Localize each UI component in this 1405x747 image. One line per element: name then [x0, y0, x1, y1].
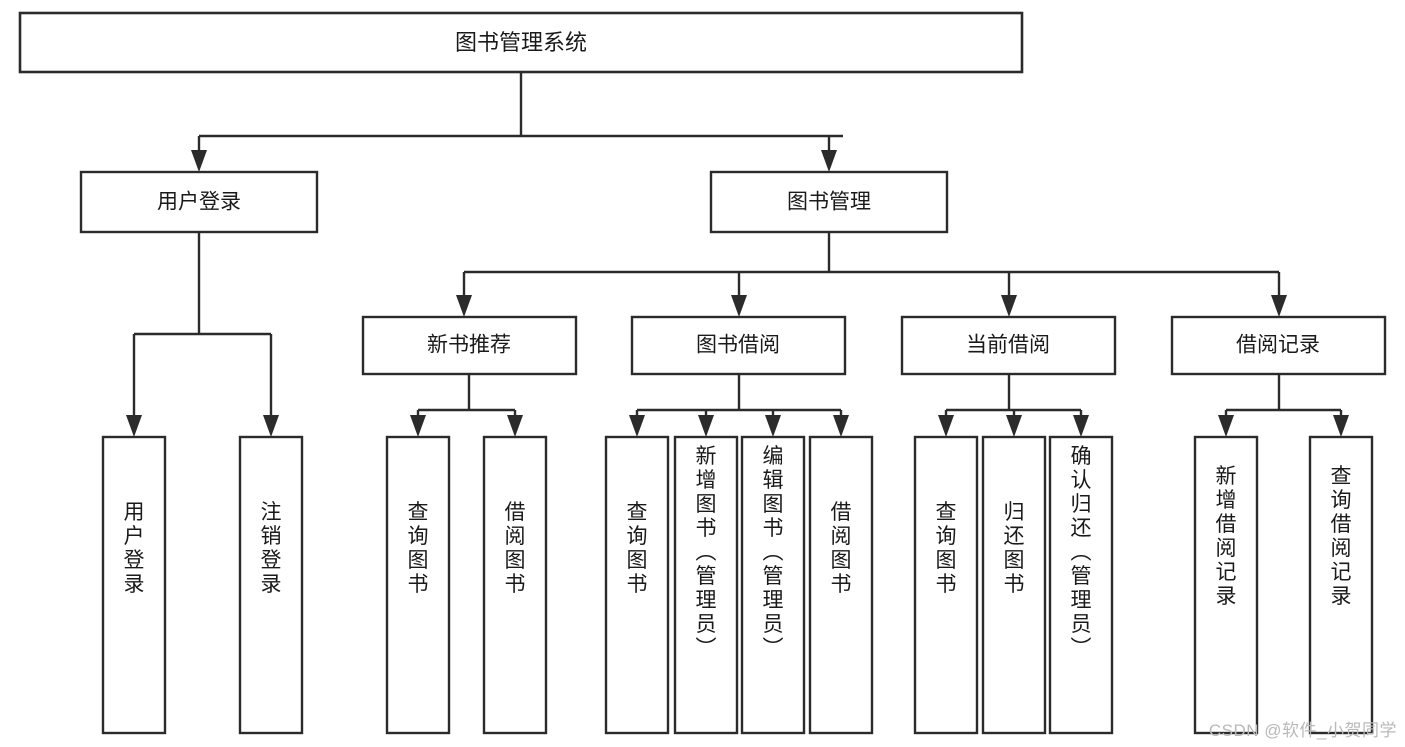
- arrowhead-new-book-recommend: [456, 295, 472, 317]
- node-leaf-borrow-book-1-label: 借阅图书: [505, 501, 526, 596]
- arrowhead-leaf-edit-book: [765, 415, 781, 437]
- node-new-book-recommend[interactable]: 新书推荐: [361, 315, 578, 376]
- node-leaf-query-record-label: 查询借阅记录: [1331, 465, 1352, 608]
- connector-group-book-manage: [456, 232, 1287, 317]
- node-leaf-borrow-book-2-label: 借阅图书: [831, 501, 852, 596]
- node-current-borrow-box[interactable]: [900, 315, 1117, 376]
- arrowhead-leaf-query-book-3: [938, 415, 954, 437]
- node-root-label: 图书管理系统: [455, 30, 587, 55]
- arrowhead-user-login: [191, 150, 207, 172]
- node-leaf-edit-book-label: 编辑图书︵管理员︶: [763, 445, 784, 660]
- connector-group-new-book-recommend: [410, 374, 523, 437]
- node-leaf-add-record-label: 新增借阅记录: [1216, 465, 1237, 608]
- connector-group-current-borrow: [938, 374, 1089, 437]
- arrowhead-leaf-borrow-book-1: [507, 415, 523, 437]
- node-leaf-query-record-box[interactable]: [1308, 435, 1374, 735]
- node-leaf-query-book-2-label: 查询图书: [627, 501, 648, 596]
- connector-group-root: [191, 72, 843, 172]
- node-leaf-add-book-box[interactable]: [673, 435, 739, 735]
- node-leaf-borrow-book-1[interactable]: 借阅图书: [482, 435, 548, 735]
- arrowhead-leaf-query-book-1: [410, 415, 426, 437]
- node-root-box[interactable]: [18, 11, 1024, 74]
- arrowhead-leaf-return-book: [1006, 415, 1022, 437]
- node-leaf-add-book[interactable]: 新增图书︵管理员︶: [673, 435, 739, 735]
- node-leaf-logout-login-label: 注销登录: [261, 501, 282, 596]
- node-book-manage[interactable]: 图书管理: [709, 170, 949, 234]
- arrowhead-leaf-query-book-2: [629, 415, 645, 437]
- node-user-login-box[interactable]: [79, 170, 319, 234]
- node-leaf-edit-book[interactable]: 编辑图书︵管理员︶: [740, 435, 806, 735]
- node-leaf-confirm-return-box[interactable]: [1048, 435, 1114, 735]
- node-leaf-borrow-book-2[interactable]: 借阅图书: [808, 435, 874, 735]
- arrowhead-current-borrow: [1001, 295, 1017, 317]
- node-book-borrow-box[interactable]: [630, 315, 847, 376]
- node-leaf-add-record[interactable]: 新增借阅记录: [1193, 435, 1259, 735]
- node-user-login-label: 用户登录: [157, 191, 241, 214]
- node-book-borrow-label: 图书借阅: [696, 334, 780, 357]
- node-leaf-borrow-book-1-box[interactable]: [482, 435, 548, 735]
- node-borrow-record-box[interactable]: [1170, 315, 1387, 376]
- node-leaf-logout-login[interactable]: 注销登录: [238, 435, 304, 735]
- node-leaf-query-record[interactable]: 查询借阅记录: [1308, 435, 1374, 735]
- node-borrow-record-label: 借阅记录: [1236, 334, 1320, 357]
- node-borrow-record[interactable]: 借阅记录: [1170, 315, 1387, 376]
- node-leaf-query-book-3[interactable]: 查询图书: [913, 435, 979, 735]
- node-leaf-confirm-return[interactable]: 确认归还︵管理员︶: [1048, 435, 1114, 735]
- node-new-book-recommend-label: 新书推荐: [427, 334, 511, 357]
- node-leaf-query-book-1-label: 查询图书: [408, 501, 429, 596]
- connector-group-user-login: [126, 232, 279, 437]
- node-current-borrow-label: 当前借阅: [966, 334, 1050, 357]
- node-leaf-add-record-box[interactable]: [1193, 435, 1259, 735]
- node-root-system[interactable]: 图书管理系统: [18, 11, 1024, 74]
- node-book-borrow[interactable]: 图书借阅: [630, 315, 847, 376]
- node-current-borrow[interactable]: 当前借阅: [900, 315, 1117, 376]
- node-leaf-user-login[interactable]: 用户登录: [101, 435, 167, 735]
- node-leaf-user-login-box[interactable]: [101, 435, 167, 735]
- node-leaf-return-book-box[interactable]: [981, 435, 1047, 735]
- connector-group-book-borrow: [629, 374, 849, 437]
- node-leaf-borrow-book-2-box[interactable]: [808, 435, 874, 735]
- node-leaf-return-book[interactable]: 归还图书: [981, 435, 1047, 735]
- connector-group-borrow-record: [1218, 374, 1349, 437]
- arrowhead-leaf-borrow-book-2: [833, 415, 849, 437]
- node-leaf-user-login-label: 用户登录: [124, 501, 145, 596]
- arrowhead-leaf-user-login: [126, 415, 142, 437]
- arrowhead-leaf-query-record: [1333, 415, 1349, 437]
- arrowhead-borrow-record: [1271, 295, 1287, 317]
- node-leaf-edit-book-box[interactable]: [740, 435, 806, 735]
- node-leaf-add-book-label: 新增图书︵管理员︶: [696, 445, 717, 660]
- node-leaf-query-book-1[interactable]: 查询图书: [385, 435, 451, 735]
- node-leaf-logout-login-box[interactable]: [238, 435, 304, 735]
- node-leaf-query-book-2-box[interactable]: [604, 435, 670, 735]
- node-user-login[interactable]: 用户登录: [79, 170, 319, 234]
- arrowhead-book-borrow: [731, 295, 747, 317]
- arrowhead-book-manage: [821, 150, 837, 172]
- arrowhead-leaf-add-record: [1218, 415, 1234, 437]
- arrowhead-leaf-confirm-return: [1073, 415, 1089, 437]
- node-leaf-query-book-2[interactable]: 查询图书: [604, 435, 670, 735]
- node-new-book-recommend-box[interactable]: [361, 315, 578, 376]
- node-book-manage-box[interactable]: [709, 170, 949, 234]
- arrowhead-leaf-logout-login: [263, 415, 279, 437]
- node-leaf-query-book-1-box[interactable]: [385, 435, 451, 735]
- node-leaf-query-book-3-label: 查询图书: [936, 501, 957, 596]
- node-leaf-return-book-label: 归还图书: [1004, 501, 1025, 596]
- node-leaf-confirm-return-label: 确认归还︵管理员︶: [1071, 445, 1092, 660]
- node-leaf-query-book-3-box[interactable]: [913, 435, 979, 735]
- node-book-manage-label: 图书管理: [787, 191, 871, 214]
- arrowhead-leaf-add-book: [698, 415, 714, 437]
